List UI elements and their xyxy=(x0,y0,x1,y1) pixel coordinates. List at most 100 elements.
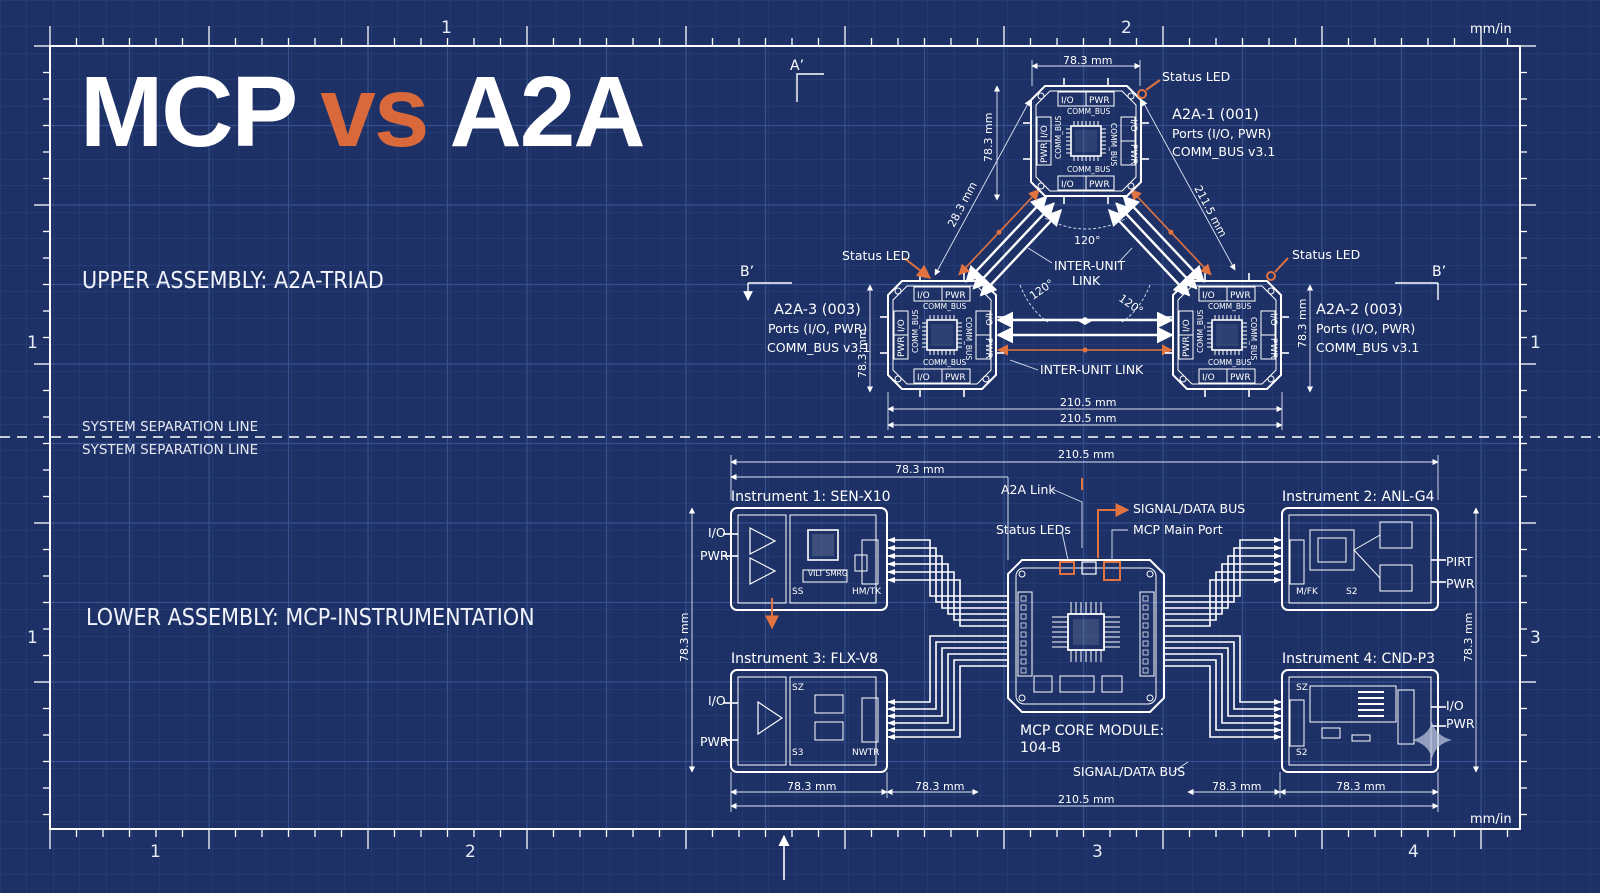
instrument-3-name: Instrument 3: FLX-V8 xyxy=(731,651,878,667)
svg-text:210.5 mm: 210.5 mm xyxy=(1058,793,1114,806)
status-led-unit1: Status LED xyxy=(1137,69,1230,99)
lower-assembly-label: LOWER ASSEMBLY: MCP-INSTRUMENTATION xyxy=(86,605,535,631)
svg-text:PWR: PWR xyxy=(1446,576,1475,591)
svg-text:I/O: I/O xyxy=(1040,125,1050,138)
svg-text:COMM_BUS: COMM_BUS xyxy=(923,302,966,311)
status-leds-label: Status LEDs xyxy=(996,522,1071,537)
svg-text:I/O: I/O xyxy=(917,291,930,301)
svg-text:Status LED: Status LED xyxy=(842,248,910,263)
svg-text:INTER-UNIT: INTER-UNIT xyxy=(1054,258,1125,273)
svg-text:SZ: SZ xyxy=(1296,683,1308,693)
separation-label-bottom: SYSTEM SEPARATION LINE xyxy=(82,442,259,458)
svg-text:COMM_BUS: COMM_BUS xyxy=(1054,116,1063,159)
title-a2a: A2A xyxy=(449,56,646,168)
svg-text:M/FK: M/FK xyxy=(1296,587,1319,597)
svg-text:PWR: PWR xyxy=(945,291,966,301)
svg-text:I/O: I/O xyxy=(708,693,726,708)
svg-text:SZ: SZ xyxy=(792,683,804,693)
svg-text:COMM_BUS: COMM_BUS xyxy=(964,317,973,360)
svg-text:210.5 mm: 210.5 mm xyxy=(1058,448,1114,461)
svg-text:I/O: I/O xyxy=(708,525,726,540)
svg-text:COMM_BUS: COMM_BUS xyxy=(1067,165,1110,174)
svg-text:I/O: I/O xyxy=(1182,319,1192,332)
svg-text:I/O: I/O xyxy=(1128,119,1138,132)
signal-bus-top: SIGNAL/DATA BUS xyxy=(1133,501,1245,516)
status-led-unit2: Status LED xyxy=(1266,247,1360,281)
ruler-top-1: 1 xyxy=(441,18,452,38)
ruler-left-1: 1 xyxy=(27,333,38,353)
ruler-unit-bottom: mm/in xyxy=(1470,812,1512,827)
unit1-bus: COMM_BUS v3.1 xyxy=(1172,144,1275,159)
svg-text:I/O: I/O xyxy=(1268,313,1278,326)
unit2-id: A2A-2 (003) xyxy=(1316,302,1403,318)
instrument-1-name: Instrument 1: SEN-X10 xyxy=(731,489,891,505)
ruler-left-2: 1 xyxy=(27,628,38,648)
svg-text:78.3 mm: 78.3 mm xyxy=(856,329,869,378)
ruler-top-2: 2 xyxy=(1121,18,1132,38)
mcp-core-module xyxy=(1007,559,1165,713)
ruler-bottom-3: 3 xyxy=(1092,842,1103,862)
svg-text:S3: S3 xyxy=(792,748,803,758)
svg-text:PWR: PWR xyxy=(700,548,729,563)
svg-text:NWTR: NWTR xyxy=(852,748,879,758)
svg-text:78.3 mm: 78.3 mm xyxy=(678,613,691,662)
svg-text:I/O: I/O xyxy=(1061,96,1074,106)
section-mark-b-left: B’ xyxy=(740,264,792,300)
svg-text:PWR: PWR xyxy=(983,338,993,359)
core-label-1: MCP CORE MODULE: xyxy=(1020,723,1164,739)
svg-text:PWR: PWR xyxy=(1230,291,1251,301)
svg-text:HM/TK: HM/TK xyxy=(852,587,882,597)
svg-text:I/O: I/O xyxy=(1202,373,1215,383)
svg-text:VILT SMRG: VILT SMRG xyxy=(808,569,848,578)
instrument-2-name: Instrument 2: ANL-G4 xyxy=(1282,489,1435,505)
sparkle-icon xyxy=(1412,722,1452,758)
ruler-bottom-2: 2 xyxy=(465,842,476,862)
svg-text:78.3 mm: 78.3 mm xyxy=(787,780,836,793)
svg-text:PWR: PWR xyxy=(945,373,966,383)
title-vs: vs xyxy=(320,56,429,168)
instrument-4-name: Instrument 4: CND-P3 xyxy=(1282,651,1435,667)
unit3-bus: COMM_BUS v3.1 xyxy=(767,340,870,355)
upper-assembly-label: UPPER ASSEMBLY: A2A-TRIAD xyxy=(82,268,384,294)
svg-text:COMM_BUS: COMM_BUS xyxy=(911,310,920,353)
svg-text:B’: B’ xyxy=(1432,264,1446,280)
svg-text:PWR: PWR xyxy=(1446,716,1475,731)
unit1-ports: Ports (I/O, PWR) xyxy=(1172,126,1271,141)
svg-text:I/O: I/O xyxy=(983,313,993,326)
svg-text:PWR: PWR xyxy=(897,336,907,357)
svg-text:PIRT: PIRT xyxy=(1446,554,1473,569)
mcp-main-port-label: MCP Main Port xyxy=(1133,522,1223,537)
unit1-id: A2A-1 (001) xyxy=(1172,107,1259,123)
title-mcp: MCP xyxy=(80,56,296,168)
instrument-4 xyxy=(1281,669,1446,773)
svg-text:I/O: I/O xyxy=(917,373,930,383)
svg-text:PWR: PWR xyxy=(1182,336,1192,357)
svg-text:Status LED: Status LED xyxy=(1162,69,1230,84)
svg-text:78.3 mm: 78.3 mm xyxy=(915,780,964,793)
svg-text:I/O: I/O xyxy=(1061,180,1074,190)
svg-text:PWR: PWR xyxy=(1040,142,1050,163)
svg-text:COMM_BUS: COMM_BUS xyxy=(923,358,966,367)
svg-text:COMM_BUS: COMM_BUS xyxy=(1109,123,1118,166)
unit2-ports: Ports (I/O, PWR) xyxy=(1316,321,1415,336)
svg-text:PWR: PWR xyxy=(1089,180,1110,190)
svg-text:I/O: I/O xyxy=(1202,291,1215,301)
instrument-1 xyxy=(723,507,888,611)
svg-text:78.3 mm: 78.3 mm xyxy=(1063,54,1112,67)
svg-text:78.3 mm: 78.3 mm xyxy=(1296,299,1309,348)
svg-text:78.3 mm: 78.3 mm xyxy=(982,113,995,162)
svg-text:PWR: PWR xyxy=(700,734,729,749)
svg-text:COMM_BUS: COMM_BUS xyxy=(1067,107,1110,116)
svg-text:78.3 mm: 78.3 mm xyxy=(1336,780,1385,793)
svg-text:A’: A’ xyxy=(790,58,804,74)
page-title: MCP vs A2A xyxy=(80,62,646,162)
instrument-2 xyxy=(1281,507,1446,611)
svg-text:PWR: PWR xyxy=(1128,144,1138,165)
svg-text:I/O: I/O xyxy=(1446,698,1464,713)
svg-text:PWR: PWR xyxy=(1089,96,1110,106)
svg-text:78.3 mm: 78.3 mm xyxy=(1212,780,1261,793)
svg-text:S2: S2 xyxy=(1346,587,1357,597)
svg-text:210.5 mm: 210.5 mm xyxy=(1060,412,1116,425)
svg-text:PWR: PWR xyxy=(1230,373,1251,383)
